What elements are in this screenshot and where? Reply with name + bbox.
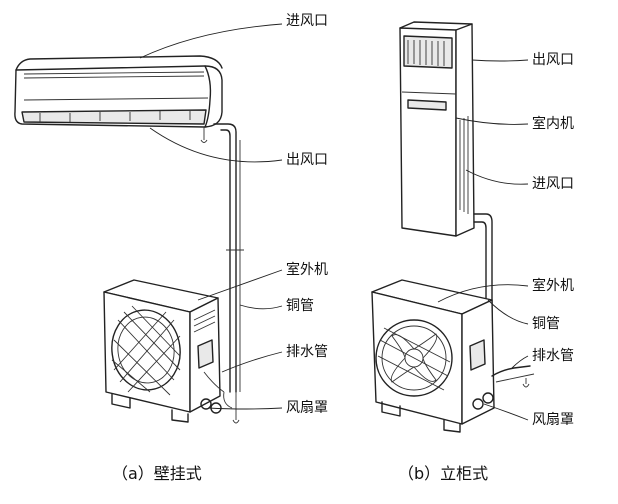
floor-outdoor-unit	[371, 279, 535, 433]
label-wall-fan-guard: 风扇罩	[286, 400, 328, 416]
label-floor-outdoor-unit: 室外机	[532, 278, 574, 294]
caption-floor-type: （b）立柜式	[398, 464, 489, 483]
wall-outdoor-unit	[103, 279, 225, 423]
label-wall-air-inlet: 进风口	[286, 13, 328, 29]
label-floor-fan-guard: 风扇罩	[532, 412, 574, 428]
floor-leader-lines	[437, 59, 529, 421]
label-floor-air-inlet: 进风口	[532, 176, 574, 192]
wall-copper-pipe	[213, 123, 244, 424]
wall-indoor-unit	[14, 55, 223, 143]
label-wall-outdoor-unit: 室外机	[286, 262, 328, 278]
label-floor-air-outlet: 出风口	[532, 52, 574, 68]
label-floor-copper-pipe: 铜管	[532, 316, 560, 332]
wall-leader-lines	[139, 23, 283, 410]
label-wall-copper-pipe: 铜管	[286, 298, 314, 314]
label-wall-air-outlet: 出风口	[286, 152, 328, 168]
floor-indoor-unit	[399, 21, 493, 381]
caption-wall-type: （a）壁挂式	[112, 464, 202, 483]
label-wall-drain-pipe: 排水管	[286, 344, 328, 360]
label-floor-indoor-unit: 室内机	[532, 116, 574, 132]
label-floor-drain-pipe: 排水管	[532, 348, 574, 364]
